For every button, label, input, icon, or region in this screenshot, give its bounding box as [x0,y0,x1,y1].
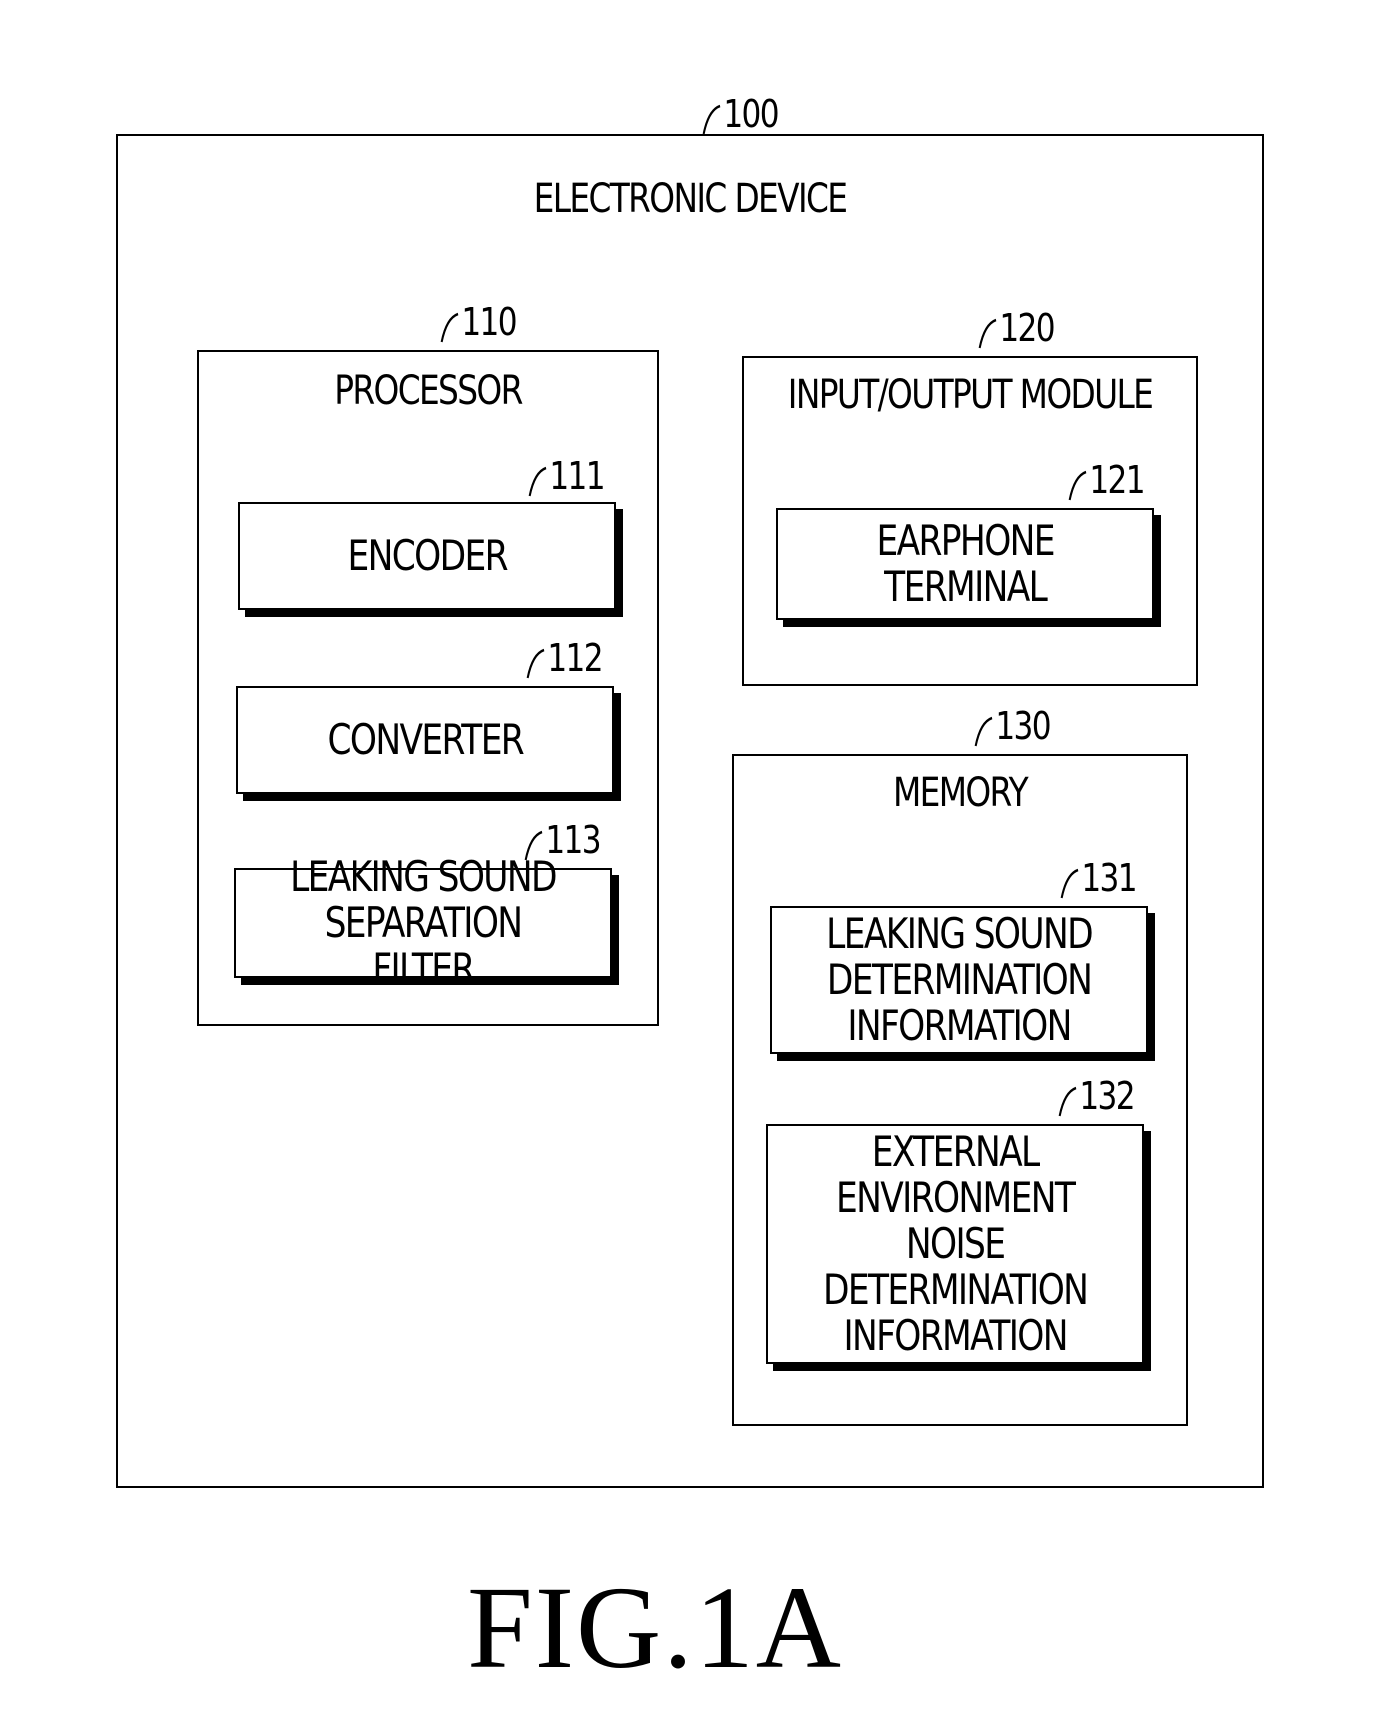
earphone-terminal-label: EARPHONE TERMINAL [876,518,1053,610]
leader-line-icon [1060,860,1080,900]
input-output-module-title: INPUT/OUTPUT MODULE [785,372,1156,418]
leader-line-icon [524,822,544,862]
encoder-label: ENCODER [347,533,506,579]
ref-label-111: 111 [528,454,604,498]
encoder-block: ENCODER [238,502,616,610]
ref-label-131: 131 [1060,856,1136,900]
earphone-terminal-block: EARPHONE TERMINAL [776,508,1154,620]
memory-title: MEMORY [775,770,1146,816]
leader-line-icon [440,304,460,344]
ref-label-100: 100 [702,92,778,136]
ref-label-113: 113 [524,818,600,862]
ref-label-112: 112 [526,636,602,680]
leader-line-icon [528,458,548,498]
leader-line-icon [978,310,998,350]
leaking-sound-separation-filter-label: LEAKING SOUND SEPARATION FILTER [270,854,577,992]
leader-line-icon [702,96,722,136]
ref-label-121: 121 [1068,458,1144,502]
leader-line-icon [1068,462,1088,502]
external-environment-noise-determination-information-block: EXTERNAL ENVIRONMENT NOISE DETERMINATION… [766,1124,1144,1364]
external-environment-noise-determination-information-label: EXTERNAL ENVIRONMENT NOISE DETERMINATION… [823,1129,1087,1359]
ref-label-132: 132 [1058,1074,1134,1118]
ref-label-130: 130 [974,704,1050,748]
ref-label-110: 110 [440,300,516,344]
leader-line-icon [526,640,546,680]
electronic-device-title: ELECTRONIC DEVICE [221,176,1159,222]
processor-title: PROCESSOR [240,368,616,414]
converter-label: CONVERTER [327,717,523,763]
leaking-sound-determination-information-block: LEAKING SOUND DETERMINATION INFORMATION [770,906,1148,1054]
ref-label-120: 120 [978,306,1054,350]
leader-line-icon [974,708,994,748]
leaking-sound-determination-information-label: LEAKING SOUND DETERMINATION INFORMATION [826,911,1092,1049]
converter-block: CONVERTER [236,686,614,794]
leader-line-icon [1058,1078,1078,1118]
leaking-sound-separation-filter-block: LEAKING SOUND SEPARATION FILTER [234,868,612,978]
figure-caption: FIG.1A [0,1560,1310,1696]
